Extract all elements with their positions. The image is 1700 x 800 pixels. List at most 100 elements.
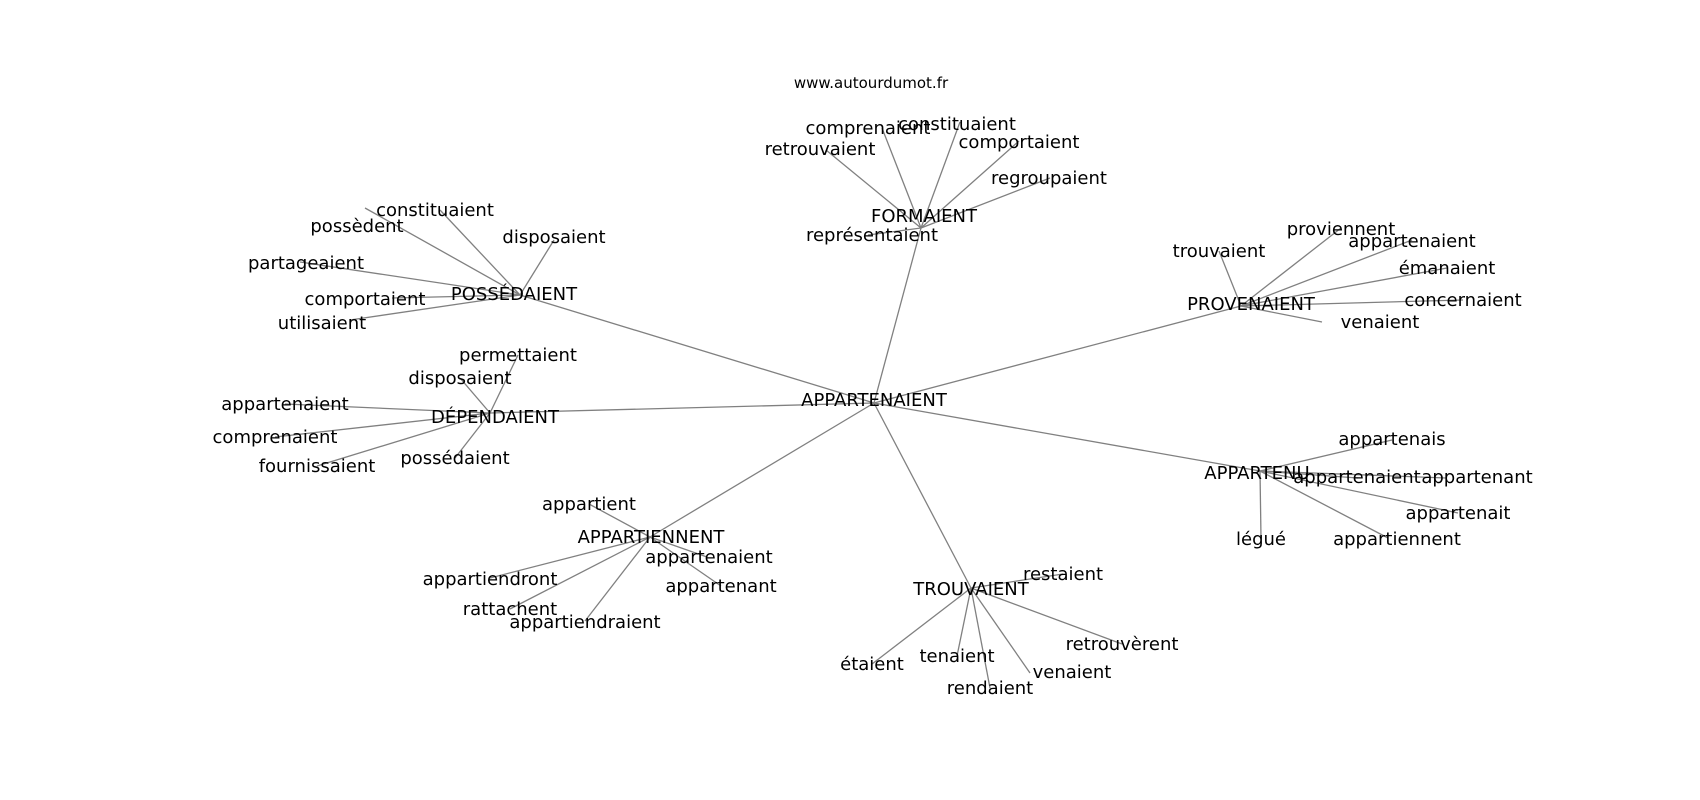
leaf-node[interactable]: appartenaient xyxy=(645,547,772,568)
edge-possedaient-poss_constituaient xyxy=(439,209,521,296)
leaf-node[interactable]: rendaient xyxy=(947,678,1033,699)
leaf-node[interactable]: appartient xyxy=(542,494,636,515)
leaf-node[interactable]: légué xyxy=(1236,529,1286,550)
leaf-node[interactable]: appartiendront xyxy=(423,569,558,590)
edge-provenaient-prov_trouvaient xyxy=(1218,250,1242,307)
leaf-node[interactable]: appartiennent xyxy=(1333,529,1461,550)
leaf-node[interactable]: fournissaient xyxy=(259,456,376,477)
leaf-node[interactable]: retrouvaient xyxy=(765,139,876,160)
edge-trouvaient-tro_tenaient xyxy=(956,587,972,657)
edge-formaient-form_constituaient xyxy=(920,121,961,229)
hub-node-provenaient[interactable]: PROVENAIENT xyxy=(1187,294,1316,315)
edge-group xyxy=(274,121,1464,689)
leaf-node[interactable]: constituaient xyxy=(898,114,1016,135)
leaf-node[interactable]: comportaient xyxy=(959,132,1080,153)
edge-appartiennent-api_rattachent xyxy=(509,536,651,610)
edge-appartiennent-api_appartiendront xyxy=(489,536,651,579)
leaf-node[interactable]: disposaient xyxy=(408,368,511,389)
hub-node-appartenu[interactable]: APPARTENU xyxy=(1204,463,1309,484)
edge-formaient-form_retrouvaient xyxy=(825,149,922,229)
leaf-node[interactable]: appartenant xyxy=(665,576,776,597)
leaf-node[interactable]: appartenant xyxy=(1421,467,1532,488)
edge-possedaient-poss_possedent xyxy=(364,207,521,296)
leaf-node[interactable]: appartenaient xyxy=(1348,231,1475,252)
edge-dependaient-dep_appartenaient xyxy=(284,403,491,414)
leaf-node[interactable]: représentaient xyxy=(806,225,938,246)
leaf-node[interactable]: proviennent xyxy=(1287,219,1396,240)
leaf-node[interactable]: permettaient xyxy=(459,345,577,366)
leaf-node[interactable]: comprenaient xyxy=(806,118,931,139)
edge-dependaient-dep_fournissaient xyxy=(316,412,491,467)
edge-appartiennent-api_appartenaient xyxy=(649,536,708,558)
hub-node-trouvaient[interactable]: TROUVAIENT xyxy=(912,579,1029,600)
edge-center-possedaient xyxy=(519,294,875,404)
leaf-node[interactable]: trouvaient xyxy=(1173,241,1266,262)
edge-appartenu-apu_appartenait xyxy=(1259,470,1459,514)
edge-center-provenaient xyxy=(873,305,1242,404)
edge-dependaient-dep_disposaient xyxy=(459,377,491,414)
leaf-node[interactable]: constituaient xyxy=(376,200,494,221)
edge-possedaient-poss_disposaient xyxy=(519,239,555,296)
edge-possedaient-poss_utilisaient xyxy=(349,294,521,321)
edge-center-formaient xyxy=(873,227,922,404)
leaf-node[interactable]: regroupaient xyxy=(991,168,1107,189)
edge-possedaient-poss_partageaient xyxy=(299,261,521,296)
source-label: www.autourdumot.fr xyxy=(794,74,949,92)
leaf-node[interactable]: comprenaient xyxy=(213,427,338,448)
edge-appartenu-apu_appartenais xyxy=(1259,439,1393,472)
edge-trouvaient-tro_restaient xyxy=(970,573,1064,589)
edge-appartiennent-api_appartiendraient xyxy=(584,536,651,622)
hub-node-appartiennent[interactable]: APPARTIENNENT xyxy=(578,527,726,548)
edge-trouvaient-tro_etaient xyxy=(871,587,972,665)
edge-dependaient-dep_permettaient xyxy=(489,354,519,414)
edge-provenaient-prov_concernaient xyxy=(1240,299,1464,307)
edge-formaient-form_representaient xyxy=(867,227,922,236)
leaf-node[interactable]: possèdent xyxy=(310,216,403,237)
leaf-node[interactable]: venaient xyxy=(1033,662,1112,683)
leaf-node[interactable]: concernaient xyxy=(1404,290,1521,311)
edge-trouvaient-tro_retrouverent xyxy=(970,587,1123,645)
leaf-node[interactable]: possédaient xyxy=(400,448,509,469)
edge-trouvaient-tro_rendaient xyxy=(970,587,991,689)
leaf-node[interactable]: émanaient xyxy=(1399,258,1496,279)
edge-dependaient-dep_possedaient xyxy=(454,412,491,459)
edge-trouvaient-tro_venaient xyxy=(970,587,1031,674)
leaf-node[interactable]: tenaient xyxy=(919,646,994,667)
edge-possedaient-poss_comportaient xyxy=(391,294,521,299)
edge-appartiennent-api_appartient xyxy=(588,503,651,538)
leaf-node[interactable]: restaient xyxy=(1023,564,1103,585)
hub-node-formaient[interactable]: FORMAIENT xyxy=(871,206,978,227)
edge-provenaient-prov_appartenaient xyxy=(1240,239,1413,307)
leaf-node[interactable]: appartiendraient xyxy=(509,612,660,633)
leaf-node[interactable]: appartenaient xyxy=(1293,467,1420,488)
hub-node-possedaient[interactable]: POSSÉDAIENT xyxy=(451,283,578,305)
edge-appartiennent-api_appartenant xyxy=(649,536,722,587)
leaf-node[interactable]: appartenais xyxy=(1338,429,1445,450)
center-node[interactable]: APPARTENAIENT xyxy=(801,390,948,411)
edge-appartenu-apu_legue xyxy=(1259,470,1262,539)
leaf-node[interactable]: étaient xyxy=(840,654,904,675)
edge-provenaient-prov_proviennent xyxy=(1240,227,1342,307)
leaf-node[interactable]: venaient xyxy=(1341,312,1420,333)
edge-appartenu-apu_appartiennent xyxy=(1259,470,1389,539)
leaf-node[interactable]: appartenait xyxy=(1406,503,1511,524)
leaf-node[interactable]: rattachent xyxy=(463,599,557,620)
edge-center-dependaient xyxy=(489,402,875,414)
edge-dependaient-dep_comprenaient xyxy=(274,412,491,438)
leaf-node[interactable]: retrouvèrent xyxy=(1066,634,1179,655)
leaf-node[interactable]: appartenaient xyxy=(221,394,348,415)
node-group: APPARTENAIENTPOSSÉDAIENTconstituaientpos… xyxy=(213,114,1533,699)
leaf-node[interactable]: utilisaient xyxy=(278,313,366,334)
leaf-node[interactable]: comportaient xyxy=(305,289,426,310)
edge-provenaient-prov_venaient xyxy=(1240,305,1323,323)
leaf-node[interactable]: disposaient xyxy=(502,227,605,248)
hub-node-dependaient[interactable]: DÉPENDAIENT xyxy=(431,406,560,428)
edge-appartenu-apu_appartenant xyxy=(1259,470,1447,479)
edge-provenaient-prov_emanaient xyxy=(1240,267,1448,307)
edge-formaient-form_comportaient xyxy=(920,140,1020,229)
edge-center-appartiennent xyxy=(649,402,875,538)
edge-formaient-form_regroupaient xyxy=(920,177,1051,229)
edge-formaient-form_comprenaient xyxy=(881,127,922,229)
leaf-node[interactable]: partageaient xyxy=(248,253,364,274)
